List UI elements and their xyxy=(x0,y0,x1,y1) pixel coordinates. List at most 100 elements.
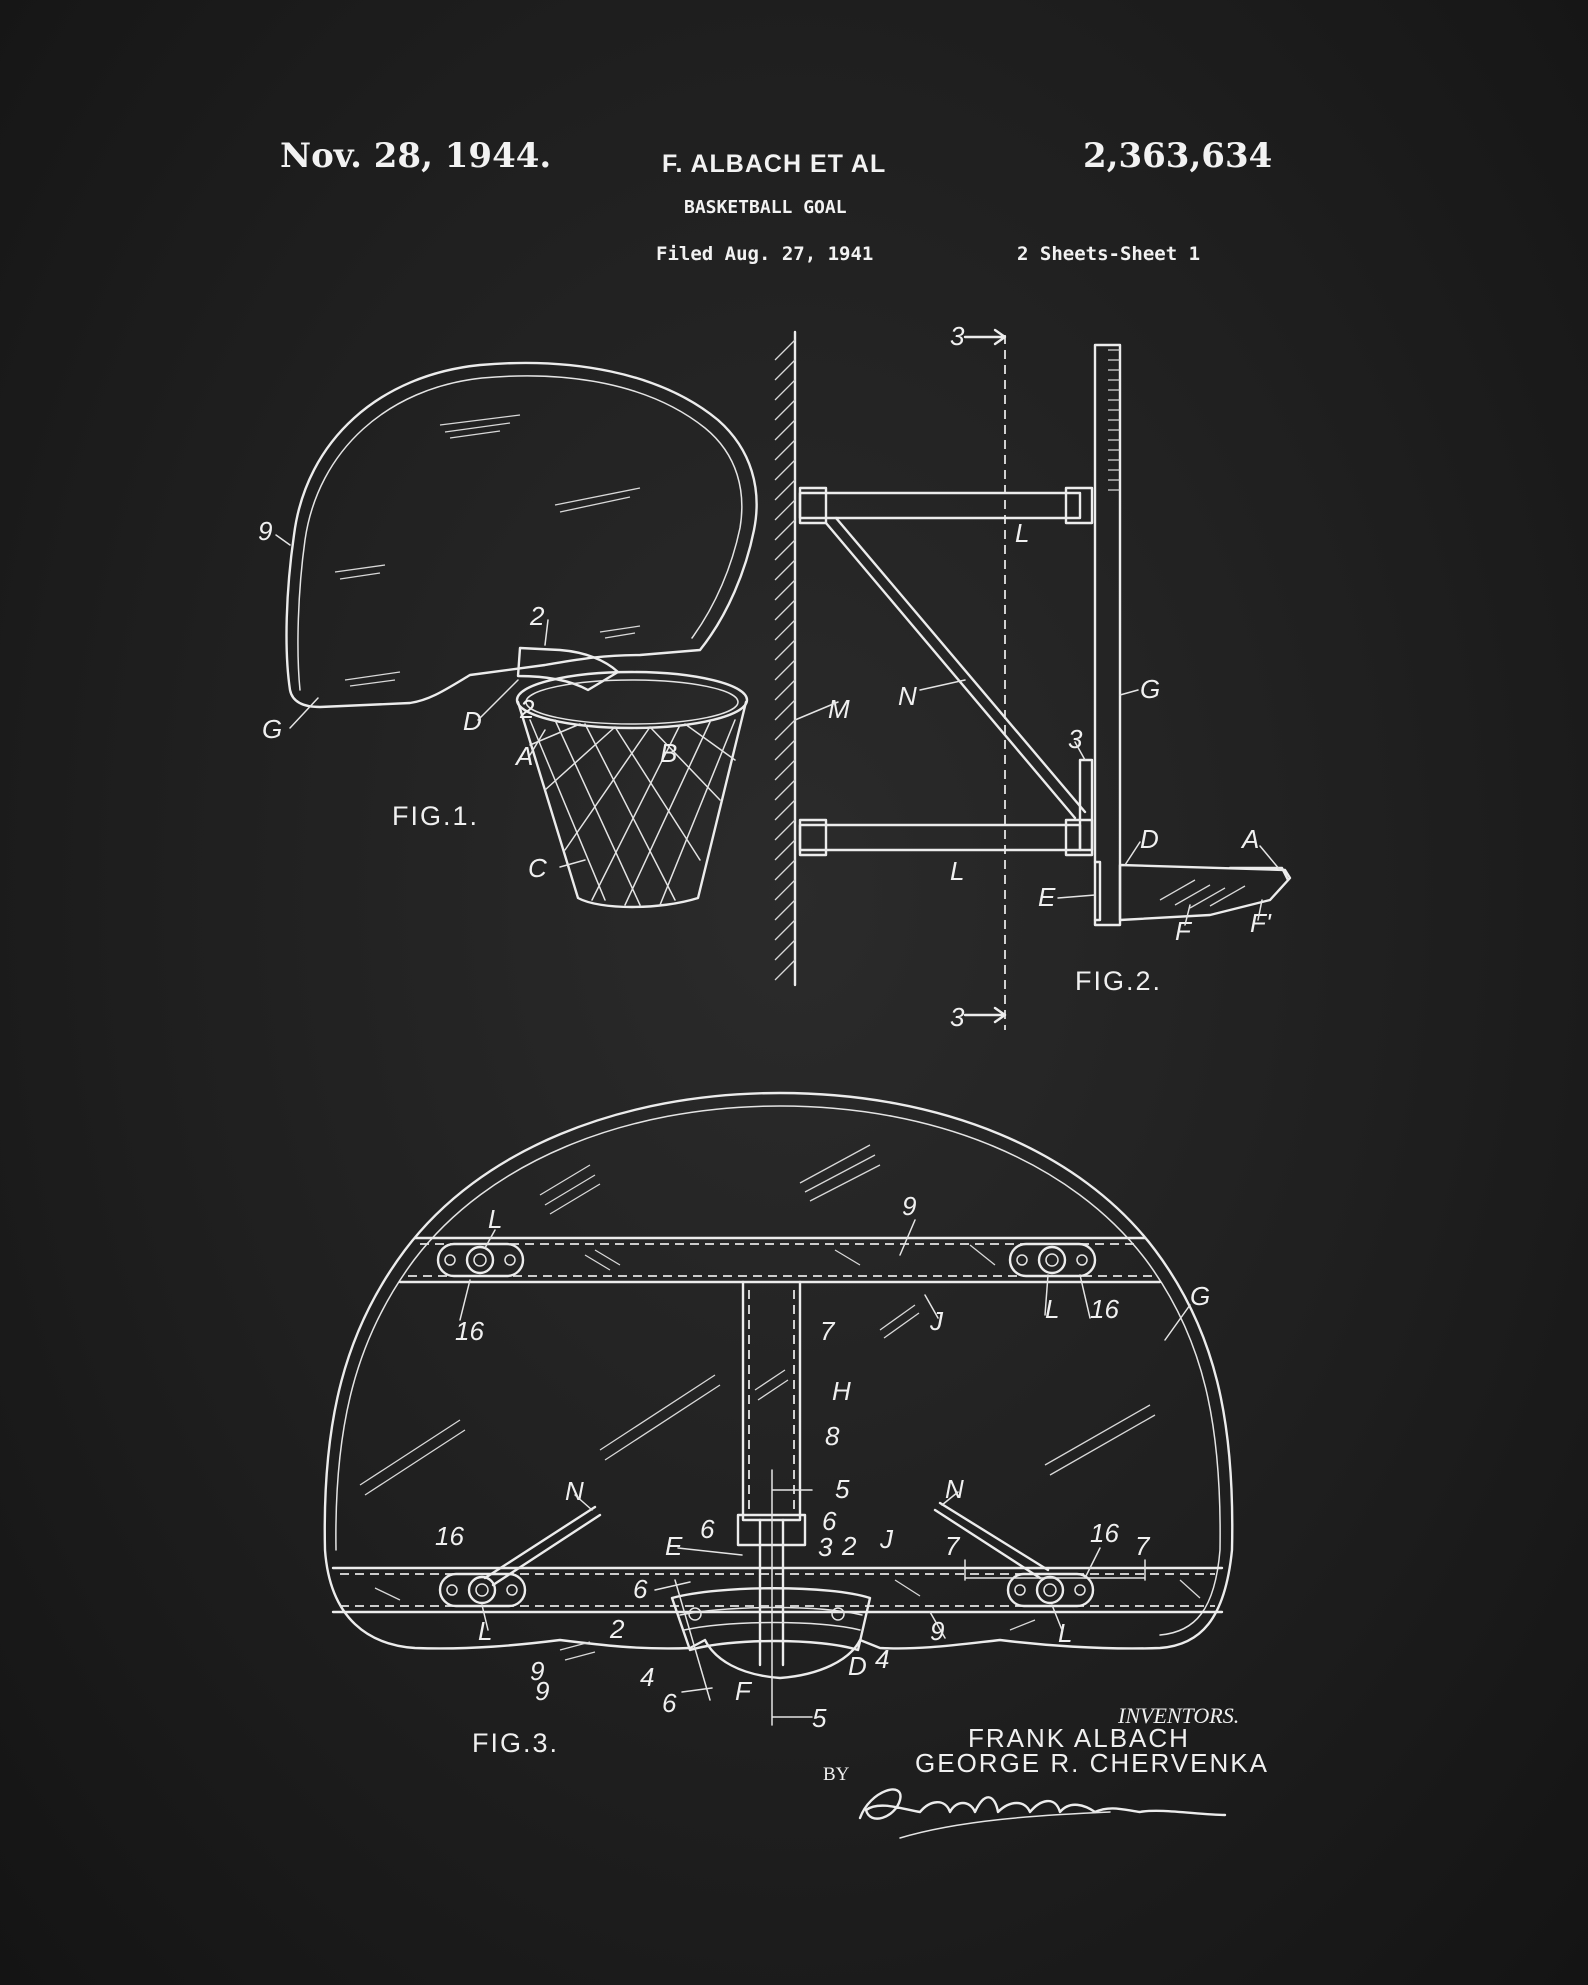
fig3-center-post-dash xyxy=(748,1290,795,1515)
fig1-hoop-inner xyxy=(525,679,739,725)
fig3-ref-9-bl: 9 xyxy=(530,1656,544,1686)
by-label: BY xyxy=(823,1764,850,1785)
fig3-brace-left xyxy=(483,1505,602,1587)
fig3-ref-2-small: 2 xyxy=(609,1614,625,1644)
fig3-section-6 xyxy=(654,1579,713,1701)
fig2-leader-lines xyxy=(794,679,1281,926)
fig3-ref-J-bottom: J xyxy=(879,1524,894,1554)
inventor-name-2: GEORGE R. CHERVENKA xyxy=(915,1748,1269,1778)
fig3-ref-L-tl: L xyxy=(488,1204,502,1234)
fig3-brace-right xyxy=(933,1501,1050,1580)
patent-title: BASKETBALL GOAL xyxy=(684,197,847,218)
fig3-ref-5-top: 5 xyxy=(835,1474,850,1504)
fig3-ref-7-b: 7 xyxy=(1135,1531,1151,1561)
fig3-ref-H: H xyxy=(832,1376,851,1406)
fig3-lug-top-left xyxy=(436,1242,525,1278)
fig2-ref-F-prime: F' xyxy=(1250,908,1272,938)
fig3-ref-16-br: 16 xyxy=(1090,1518,1119,1548)
fig1-net-outline xyxy=(516,700,748,909)
fig3-backboard-outer xyxy=(323,1091,1234,1680)
fig1-glare xyxy=(334,414,641,687)
fig2-ref-N: N xyxy=(898,681,917,711)
fig3-ref-7-a: 7 xyxy=(945,1531,961,1561)
patent-date: Nov. 28, 1944. xyxy=(280,136,552,176)
fig2-backboard xyxy=(1093,343,1122,927)
fig3-ref-G: G xyxy=(1190,1281,1210,1311)
fig3-ref-J-top: J xyxy=(929,1306,944,1336)
fig2-section-arrow-bottom xyxy=(963,1006,1007,1024)
fig3-ref-16-bl: 16 xyxy=(435,1521,464,1551)
fig2-section-arrow-top xyxy=(963,328,1007,346)
fig3-ref-L-bl: L xyxy=(478,1616,492,1646)
fig2-ring xyxy=(1118,863,1292,922)
fig2-ref-E: E xyxy=(1038,882,1056,912)
fig2-ref-G: G xyxy=(1140,674,1160,704)
fig3-ref-4-left: 4 xyxy=(640,1662,654,1692)
fig1-ref-D: D xyxy=(463,706,482,736)
fig3-bottom-bar-dash xyxy=(340,1573,1215,1607)
fig3-ref-3: 3 xyxy=(818,1532,833,1562)
fig3-backboard-inner xyxy=(335,1105,1221,1636)
fig2-ref-L-bottom: L xyxy=(950,856,964,886)
fig2-upper-arm xyxy=(798,491,1082,520)
fig3-ref-7: 7 xyxy=(820,1316,836,1346)
fig3-ref-2: 2 xyxy=(841,1531,857,1561)
fig1-leader-lines xyxy=(275,534,586,868)
fig3-ref-9-top: 9 xyxy=(902,1191,916,1221)
fig2-wall-hatch xyxy=(774,339,796,981)
fig3-ref-9-mid: 9 xyxy=(930,1616,944,1646)
fig3-bottom-bar xyxy=(331,1566,1224,1614)
fig3-ref-5-bottom: 5 xyxy=(812,1703,827,1733)
fig1-ref-2: 2 xyxy=(529,601,545,631)
fig2-ring-hatch xyxy=(1159,879,1246,909)
fig1-ref-2-small: 2 xyxy=(519,694,535,724)
fig2-brace xyxy=(824,516,1087,820)
fig3-ring-arc xyxy=(679,1606,863,1631)
fig1-net-mesh xyxy=(529,719,736,906)
fig3-top-bar xyxy=(398,1236,1162,1284)
fig2-upper-clamp-right xyxy=(1064,486,1094,525)
filed-date: Filed Aug. 27, 1941 xyxy=(656,243,874,265)
fig2-ring-tip xyxy=(1228,866,1290,882)
fig3-label: FIG.3. xyxy=(472,1728,559,1758)
fig2-ref-3: 3 xyxy=(1068,724,1083,754)
fig2-ref-A: A xyxy=(1240,824,1259,854)
inventor-name-1: FRANK ALBACH xyxy=(968,1723,1190,1753)
fig1-backboard-inner xyxy=(297,375,743,691)
fig3-glare xyxy=(359,1144,1201,1661)
attorney-signature-underline xyxy=(899,1811,1111,1839)
fig2-drawing xyxy=(774,328,1292,1030)
fig3-lug-top-right xyxy=(1008,1242,1097,1278)
fig3-ref-8: 8 xyxy=(825,1421,840,1451)
fig3-ref-6-b: 6 xyxy=(822,1506,837,1536)
fig1-drawing xyxy=(285,361,758,909)
fig3-ref-D: D xyxy=(848,1651,867,1681)
fig3-bolt-right xyxy=(831,1607,845,1621)
fig3-lug-bottom-left xyxy=(438,1572,527,1608)
fig3-section-7 xyxy=(964,1559,1146,1581)
fig3-ref-F: F xyxy=(735,1676,753,1706)
fig3-ring-bracket xyxy=(670,1587,872,1652)
fig3-ref-6-arrow: 6 xyxy=(633,1574,648,1604)
fig2-lower-arm xyxy=(798,823,1082,852)
fig3-ref-N-left: N xyxy=(565,1476,584,1506)
fig1-ref-G: G xyxy=(262,714,282,744)
fig3-bolt-left xyxy=(688,1607,702,1621)
fig3-ref-L-br: L xyxy=(1058,1618,1072,1648)
fig3-section-5 xyxy=(771,1469,813,1726)
fig2-label: FIG.2. xyxy=(1075,966,1162,996)
fig3-ref-6-a: 6 xyxy=(700,1514,715,1544)
patent-number: 2,363,634 xyxy=(1083,136,1273,176)
fig1-backboard xyxy=(285,361,758,709)
fig1-ref-C: C xyxy=(528,853,547,883)
fig2-mount-plate xyxy=(1078,758,1094,852)
fig3-lug-bottom-right xyxy=(1006,1572,1095,1608)
fig2-ref-L-top: L xyxy=(1015,518,1029,548)
fig1-ref-A: A xyxy=(514,741,533,771)
fig2-backboard-teeth xyxy=(1108,349,1120,491)
fig3-leader-lines xyxy=(459,1219,1191,1639)
fig2-ref-3-bottom: 3 xyxy=(950,1002,965,1032)
fig1-ref-B: B xyxy=(660,738,677,768)
